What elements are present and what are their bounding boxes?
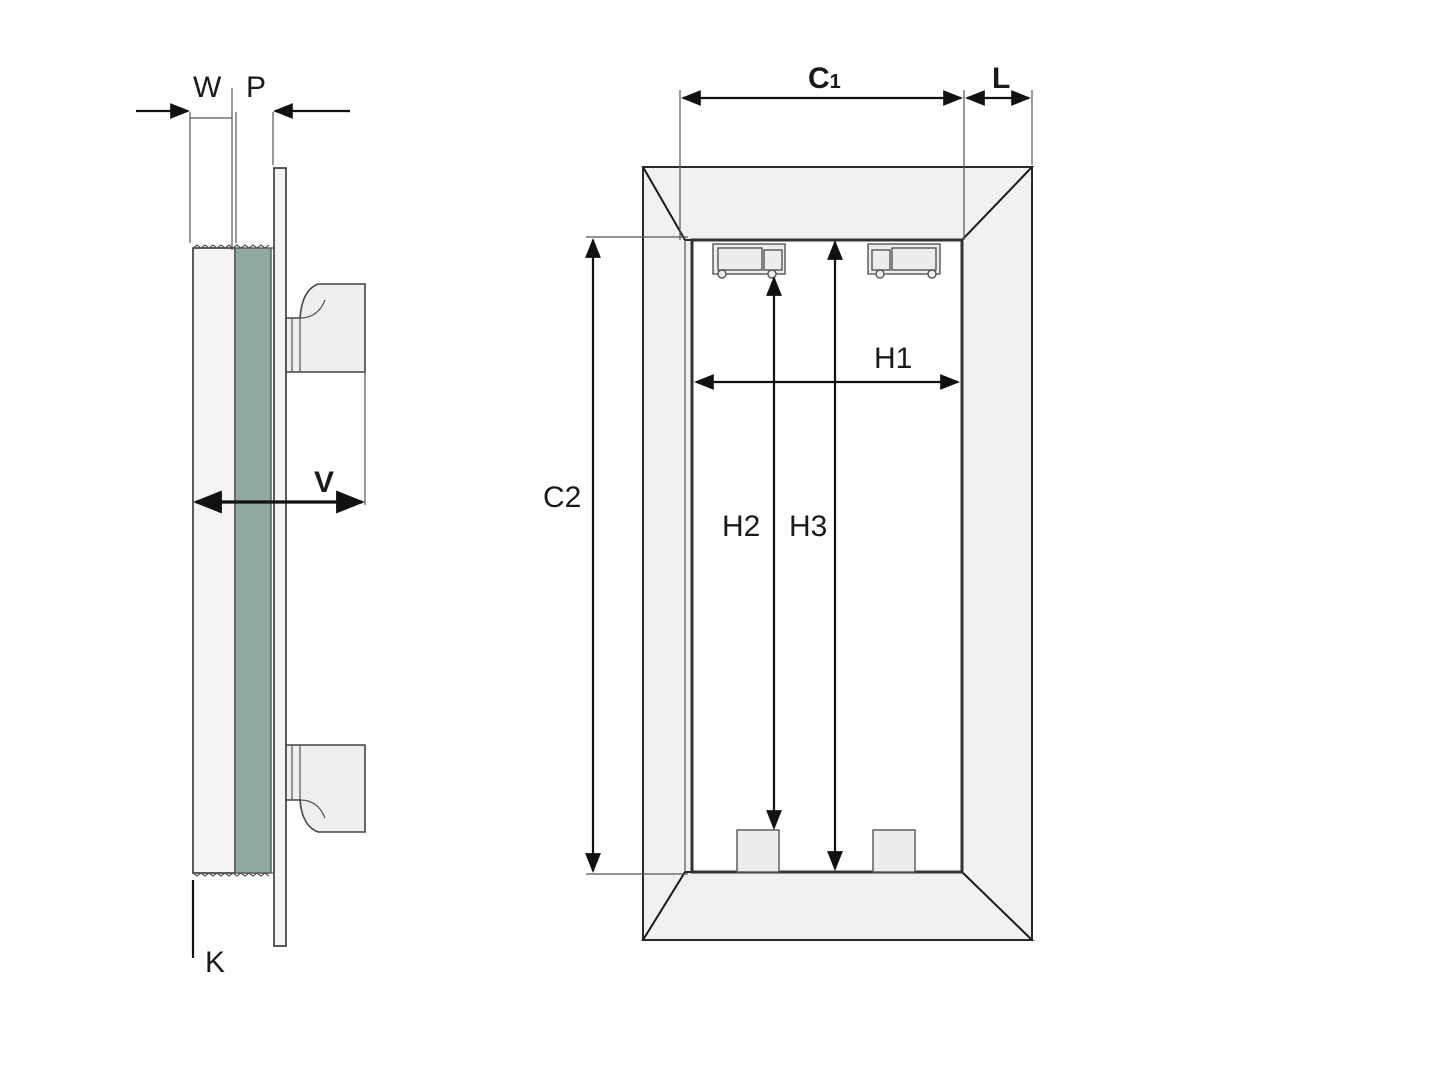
label-k: K <box>205 946 225 979</box>
label-c2: C2 <box>543 481 581 514</box>
side-backing <box>192 247 236 874</box>
front-inner-opening <box>690 238 964 874</box>
label-p: P <box>246 71 266 104</box>
label-h2: H2 <box>722 510 760 543</box>
label-h3: H3 <box>789 510 827 543</box>
label-w: W <box>193 71 222 104</box>
front-support-left <box>736 829 780 873</box>
front-view: C1 L C2 H1 H2 H3 <box>543 62 1035 941</box>
label-v: V <box>314 466 334 499</box>
side-clamp-top <box>285 283 366 373</box>
label-c1: C1 <box>808 62 841 95</box>
side-view: W P V K <box>136 71 366 979</box>
front-support-right <box>872 829 916 873</box>
label-h1: H1 <box>874 342 912 375</box>
front-hinge-right <box>867 243 941 279</box>
side-clamp-bottom <box>285 744 366 833</box>
side-front-plate <box>273 167 287 947</box>
label-l: L <box>992 62 1010 95</box>
side-glass-panel <box>234 247 272 874</box>
front-hinge-left <box>712 243 786 279</box>
